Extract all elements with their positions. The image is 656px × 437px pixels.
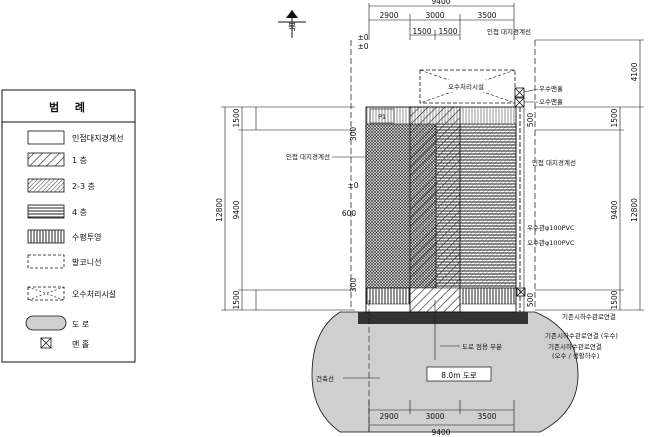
leader-rain-manhole [523, 88, 539, 93]
dim-right-mid: 9400 [610, 200, 619, 219]
dim-top-inner-2: 1500 [438, 27, 457, 36]
annotation-road-width: 8.0m 도로 [441, 371, 477, 380]
zone-horizontal-projection-left [365, 287, 411, 305]
dimension-left [221, 106, 355, 311]
legend-symbol-balcony [27, 254, 65, 269]
dimension-right [535, 39, 644, 311]
annotation-rain-pipe: 우수관φ100PVC [527, 223, 575, 232]
septic-facility: 오수처리시설 [419, 69, 516, 104]
annotation-boundary-top: 인접 대지경계선 [487, 27, 531, 36]
dim-zero-left: ±0 [347, 181, 358, 190]
dim-top-seg-1: 2900 [379, 11, 398, 20]
legend-symbol-horizontal-projection [27, 229, 65, 244]
dim-left-bottom: 1500 [232, 290, 241, 309]
dim-bottom-seg-3: 3500 [477, 412, 496, 421]
dimension-bottom [368, 400, 515, 432]
dim-zero-top-2: ±0 [357, 42, 368, 51]
annotation-existing-sewer: 기존시하수관로연결 [562, 312, 616, 321]
septic-label: 오수처리시설 [448, 82, 484, 91]
legend-symbol-floor2-3 [27, 178, 65, 193]
zone-horizontal-projection-top [366, 107, 516, 124]
dim-right-500-bottom: 500 [526, 293, 535, 308]
dim-top-inner-1: 1500 [412, 27, 431, 36]
annotation-boundary-left: 인접 대지경계선 [286, 152, 330, 161]
legend-label-floor4: 4 층 [72, 208, 87, 217]
building: P1 [365, 106, 517, 313]
dim-right-top: 4100 [630, 62, 639, 81]
dim-right-1500-top: 1500 [610, 108, 619, 127]
dim-left-600: 600 [342, 209, 357, 218]
legend-label-floor1: 1 층 [72, 156, 87, 165]
dim-right-total: 12800 [630, 198, 639, 222]
legend-label-septic: 오수처리시설 [72, 289, 116, 299]
road-occupancy-strip [358, 312, 528, 324]
annotation-sewage-combined: (오수 / 생활하수) [552, 351, 599, 360]
dim-right-500-top: 500 [526, 113, 535, 128]
legend-panel: 범 례 인접대지경계선 1 층 2-3 층 4 층 수평투영 발코니선 오수처리… [1, 89, 136, 363]
annotation-boundary-right: 인접 대지경계선 [532, 158, 576, 167]
zone-floor1-core [409, 106, 461, 313]
rain-manhole-icon [514, 87, 525, 98]
dim-top-seg-3: 3500 [477, 11, 496, 20]
dim-bottom-total: 9400 [431, 428, 450, 437]
road-width-box [426, 366, 492, 382]
dim-left-top: 1500 [232, 108, 241, 127]
legend-label-balcony: 발코니선 [72, 257, 101, 267]
north-arrow-label: 북 [288, 22, 296, 33]
legend-symbol-road [25, 315, 67, 331]
legend-label-manhole: 맨 홀 [72, 339, 89, 349]
legend-symbol-floor1 [27, 152, 65, 167]
annotation-sewage-manhole: 오수맨홀 [539, 97, 563, 106]
legend-symbol-boundary [27, 130, 65, 145]
legend-label-boundary: 인접대지경계선 [72, 133, 124, 143]
legend-symbol-floor4 [27, 204, 65, 219]
dim-top-total: 9400 [431, 0, 450, 6]
dim-bottom-seg-2: 3000 [425, 412, 444, 421]
annotation-rain-manhole: 우수맨홀 [539, 84, 563, 93]
dim-left-300-bottom: 300 [349, 278, 358, 293]
legend-frame [1, 89, 136, 363]
dim-left-300-top: 300 [349, 127, 358, 142]
dimension-top [368, 3, 515, 40]
dim-zero-top-1: ±0 [357, 33, 368, 42]
dim-left-total: 12800 [215, 198, 224, 222]
annotation-existing-sewer-sewage: 기존시하수관로연결 [548, 342, 602, 351]
annotation-road-included: 도로 점용 부분 [462, 343, 502, 351]
legend-label-horizontal-projection: 수평투영 [72, 232, 101, 242]
annotation-sewage-pipe: 오수관φ100PVC [527, 238, 575, 247]
legend-symbol-septic [27, 286, 65, 301]
sewage-manhole-icon [514, 97, 525, 108]
north-arrow-icon: 북 [278, 10, 306, 38]
legend-symbol-manhole [40, 337, 52, 349]
legend-label-road: 도 로 [72, 320, 89, 329]
legend-title: 범 례 [49, 100, 91, 114]
dim-top-seg-2: 3000 [425, 11, 444, 20]
legend-label-floor2-3: 2-3 층 [72, 182, 95, 191]
dim-left-mid: 9400 [232, 200, 241, 219]
dim-bottom-seg-1: 2900 [379, 412, 398, 421]
zone-horizontal-projection-right [459, 287, 517, 305]
bottom-manhole-icon [516, 287, 526, 297]
annotation-building-line: 건축선 [316, 374, 334, 383]
annotation-existing-sewer-rain: 기존시하수관로연결 (우수) [545, 331, 618, 340]
dim-right-1500-bottom: 1500 [610, 290, 619, 309]
